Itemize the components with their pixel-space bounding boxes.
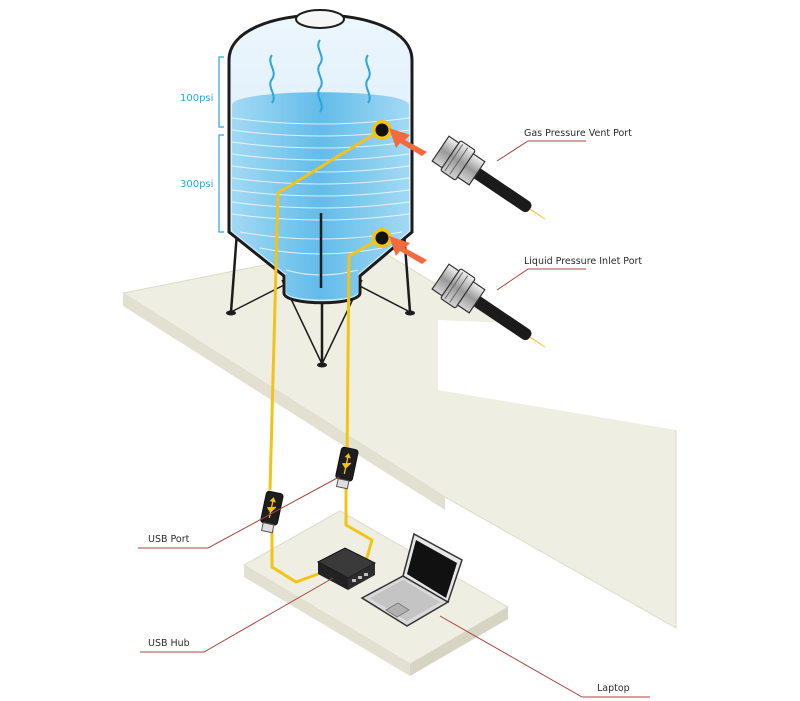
laptop-device[interactable] bbox=[360, 532, 463, 627]
laptop-label: Laptop bbox=[597, 683, 630, 694]
usb-trident-icon bbox=[341, 453, 352, 474]
liquid-port-label: Liquid Pressure Inlet Port bbox=[524, 256, 642, 267]
pressure-bracket bbox=[218, 56, 224, 233]
gas-port-label: Gas Pressure Vent Port bbox=[524, 128, 632, 139]
leg-feet bbox=[226, 310, 415, 368]
tank-port-gas[interactable] bbox=[372, 120, 392, 140]
usb-hub-device[interactable] bbox=[316, 547, 377, 590]
gas-vapor-icon bbox=[269, 39, 371, 113]
liquid-pressure-sensor-icon bbox=[431, 263, 546, 348]
arrow-liquid-port-icon bbox=[389, 236, 427, 264]
usb-port-label: USB Port bbox=[148, 534, 190, 545]
usb-hub-label: USB Hub bbox=[148, 638, 190, 649]
tank-port-liquid[interactable] bbox=[372, 228, 392, 248]
tank-hatch bbox=[295, 9, 345, 29]
gas-pressure-sensor-icon bbox=[431, 135, 546, 220]
pressure-label-lower: 300psi bbox=[180, 179, 213, 190]
leader-lines bbox=[138, 140, 650, 698]
desk-platform bbox=[243, 510, 510, 676]
tank-legs bbox=[229, 231, 412, 365]
laptop-screen bbox=[407, 540, 457, 598]
pressure-label-upper: 100psi bbox=[180, 93, 213, 104]
usb-cables bbox=[268, 128, 382, 584]
floor-platform bbox=[121, 243, 677, 629]
arrow-gas-port-icon bbox=[389, 128, 427, 156]
usb-port-2[interactable] bbox=[334, 446, 359, 490]
usb-port-1[interactable] bbox=[259, 490, 284, 534]
